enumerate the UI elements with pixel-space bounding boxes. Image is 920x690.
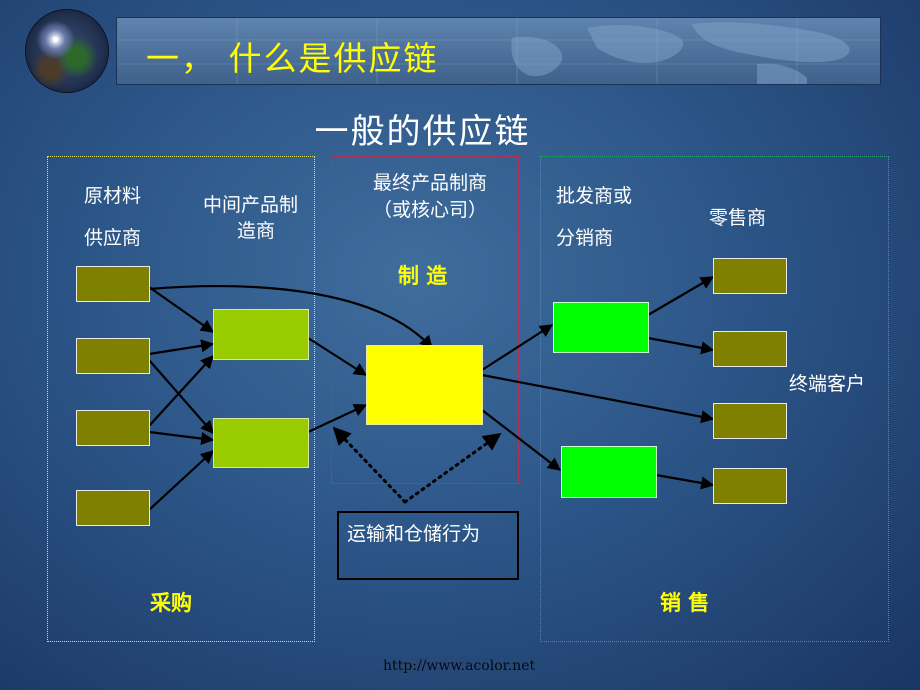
wholesaler-label-line2: 分销商 <box>556 227 614 249</box>
intermediate-label-line2: 造商 <box>237 220 276 242</box>
raw-material-label-line1: 原材料 <box>84 185 142 207</box>
transport-storage-label: 运输和仓储行为 <box>347 523 481 545</box>
retailer-box-3 <box>713 403 787 439</box>
arrow-s4-i2 <box>148 450 214 511</box>
final-manufacturer-box <box>366 345 483 425</box>
arrow-s1-final <box>148 285 433 349</box>
arrow-w1-r1 <box>647 276 715 316</box>
raw-supplier-box-2 <box>76 338 150 374</box>
arrow-s3-i2 <box>148 430 215 446</box>
wholesaler-label-line1: 批发商或 <box>556 185 633 207</box>
main-title: 一般的供应链 <box>314 112 531 152</box>
sales-region <box>540 156 889 642</box>
dotted-arrow-to-outbound <box>403 432 502 504</box>
dotted-arrow-to-inbound <box>332 426 407 504</box>
arrow-final-w2 <box>481 409 562 471</box>
manufacturing-label: 制 造 <box>398 264 448 288</box>
raw-supplier-box-3 <box>76 410 150 446</box>
intermediate-label-line1: 中间产品制 <box>203 194 299 216</box>
arrow-s3-i1 <box>148 355 214 427</box>
world-map-background <box>117 18 880 84</box>
raw-supplier-box-1 <box>76 266 150 302</box>
retailer-box-4 <box>713 468 787 504</box>
retailer-box-1 <box>713 258 787 294</box>
wholesaler-box-1 <box>553 302 649 353</box>
final-manufacturer-label-line1: 最终产品制商 <box>373 172 488 194</box>
retailer-box-2 <box>713 331 787 367</box>
sales-label: 销 售 <box>660 591 710 615</box>
arrow-final-r3 <box>481 373 715 424</box>
arrow-s2-i2 <box>148 359 214 434</box>
arrow-w2-r4 <box>655 473 715 490</box>
globe-icon <box>26 10 108 92</box>
header-banner <box>116 17 881 85</box>
arrow-w1-r2 <box>647 336 715 355</box>
manufacturing-region <box>331 156 519 484</box>
raw-material-label-line2: 供应商 <box>84 227 142 249</box>
arrow-s2-i1 <box>148 339 215 356</box>
arrow-i2-final <box>307 404 368 433</box>
wholesaler-box-2 <box>561 446 657 498</box>
retailer-label: 零售商 <box>709 207 767 229</box>
intermediate-box-1 <box>213 309 309 360</box>
arrow-s1-i1 <box>148 286 215 333</box>
final-manufacturer-label-line2: （或核心司） <box>373 199 488 221</box>
arrow-i1-final <box>307 337 368 376</box>
intermediate-box-2 <box>213 418 309 468</box>
procurement-label: 采购 <box>150 591 192 615</box>
arrow-final-w1 <box>481 324 554 371</box>
transport-storage-box <box>337 511 519 580</box>
end-customer-label: 终端客户 <box>789 373 866 395</box>
procurement-region <box>47 156 315 642</box>
footer-url[interactable]: http://www.acolor.net <box>383 658 536 674</box>
raw-supplier-box-4 <box>76 490 150 526</box>
header-title: 一， 什么是供应链 <box>146 39 439 78</box>
